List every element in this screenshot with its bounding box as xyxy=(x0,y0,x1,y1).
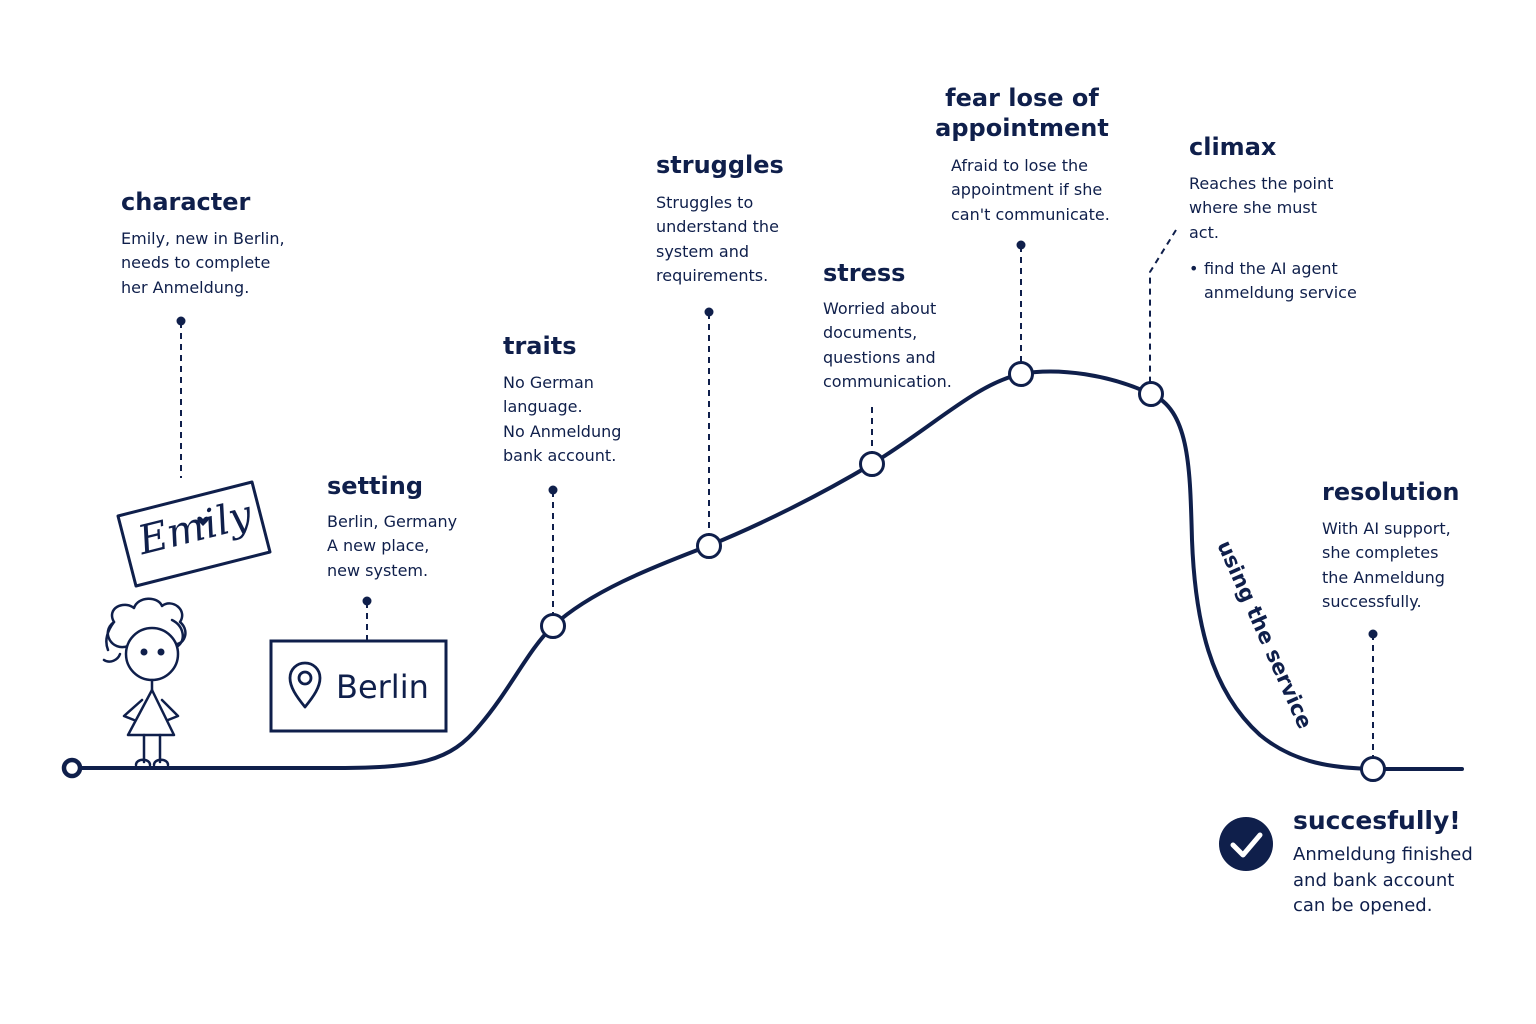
traits-description: No German language. No Anmeldung bank ac… xyxy=(503,371,621,468)
struggles-line: requirements. xyxy=(656,265,769,285)
stress-title: stress xyxy=(823,259,906,287)
success-description: Anmeldung finished and bank account can … xyxy=(1293,842,1473,919)
leader-climax xyxy=(1149,229,1177,382)
traits-title: traits xyxy=(503,332,577,360)
setting-description: Berlin, Germany A new place, new system. xyxy=(327,510,457,583)
dot-resolution xyxy=(1368,629,1378,639)
resolution-description: With AI support, she completes the Anmel… xyxy=(1322,517,1451,614)
stress-line: questions and xyxy=(823,347,936,367)
traits-line: language. xyxy=(503,397,583,417)
dot-traits xyxy=(548,485,558,495)
emily-sign xyxy=(116,480,272,588)
climax-bullet-line: anmeldung service xyxy=(1204,283,1357,303)
struggles-description: Struggles to understand the system and r… xyxy=(656,191,779,288)
climax-bullet-line: find the AI agent xyxy=(1204,257,1357,281)
traits-line: No Anmeldung xyxy=(503,421,622,441)
character-line: needs to complete xyxy=(121,253,271,273)
node-climax xyxy=(1138,381,1164,407)
fear-title-line: appointment xyxy=(935,114,1109,142)
dot-struggles xyxy=(704,307,714,317)
node-traits xyxy=(540,613,566,639)
dot-setting xyxy=(362,596,372,606)
dot-fear xyxy=(1016,240,1026,250)
resolution-line: she completes xyxy=(1322,543,1439,563)
leader-lines xyxy=(180,229,1374,757)
success-line: Anmeldung finished xyxy=(1293,844,1473,865)
climax-bullet: find the AI agent anmeldung service xyxy=(1204,257,1357,306)
check-circle-icon xyxy=(1219,817,1273,871)
node-struggles xyxy=(696,533,722,559)
character-title: character xyxy=(121,188,251,216)
climax-title: climax xyxy=(1189,133,1277,161)
berlin-sign xyxy=(269,639,448,733)
curve-start-node xyxy=(61,757,83,779)
success-line: and bank account xyxy=(1293,869,1455,891)
character-line: Emily, new in Berlin, xyxy=(121,229,285,248)
story-arc-curve xyxy=(70,369,1464,771)
fear-description: Afraid to lose the appointment if she ca… xyxy=(951,154,1110,227)
resolution-title: resolution xyxy=(1322,478,1460,506)
setting-line: Berlin, Germany xyxy=(327,512,458,531)
location-pin-icon xyxy=(288,661,322,709)
stage-nodes xyxy=(540,361,1386,782)
setting-title: setting xyxy=(327,472,423,500)
fear-line: can't communicate. xyxy=(951,204,1110,224)
setting-line: A new place, xyxy=(327,536,430,556)
stress-description: Worried about documents, questions and c… xyxy=(823,297,952,394)
struggles-line: Struggles to xyxy=(656,193,754,212)
stick-figure-icon xyxy=(102,597,187,767)
resolution-line: With AI support, xyxy=(1322,519,1451,538)
resolution-line: the Anmeldung xyxy=(1322,567,1445,587)
traits-line: No German xyxy=(503,373,594,392)
climax-description: Reaches the point where she must act. xyxy=(1189,172,1333,245)
resolution-line: successfully. xyxy=(1322,591,1422,611)
berlin-sign-label: Berlin xyxy=(336,668,429,706)
leader-dots xyxy=(176,240,1378,639)
traits-line: bank account. xyxy=(503,445,617,465)
fear-line: appointment if she xyxy=(951,180,1103,200)
node-stress xyxy=(859,451,885,477)
character-line: her Anmeldung. xyxy=(121,277,250,297)
stress-line: documents, xyxy=(823,323,918,343)
climax-line: act. xyxy=(1189,222,1219,242)
climax-line: where she must xyxy=(1189,198,1317,218)
fear-title-line: fear lose of xyxy=(945,84,1099,112)
setting-line: new system. xyxy=(327,560,429,580)
struggles-line: system and xyxy=(656,241,750,261)
character-description: Emily, new in Berlin, needs to complete … xyxy=(121,227,285,300)
success-title: succesfully! xyxy=(1293,806,1461,835)
struggles-line: understand the xyxy=(656,217,779,237)
stress-line: Worried about xyxy=(823,299,937,318)
stress-line: communication. xyxy=(823,371,952,391)
fear-line: Afraid to lose the xyxy=(951,156,1088,175)
dot-character xyxy=(176,316,186,326)
node-resolution xyxy=(1360,756,1386,782)
climax-line: Reaches the point xyxy=(1189,174,1334,193)
fear-title: fear lose of appointment xyxy=(922,83,1122,143)
heart-icon xyxy=(197,516,209,526)
node-fear xyxy=(1008,361,1034,387)
success-line: can be opened. xyxy=(1293,895,1433,916)
struggles-title: struggles xyxy=(656,151,784,179)
